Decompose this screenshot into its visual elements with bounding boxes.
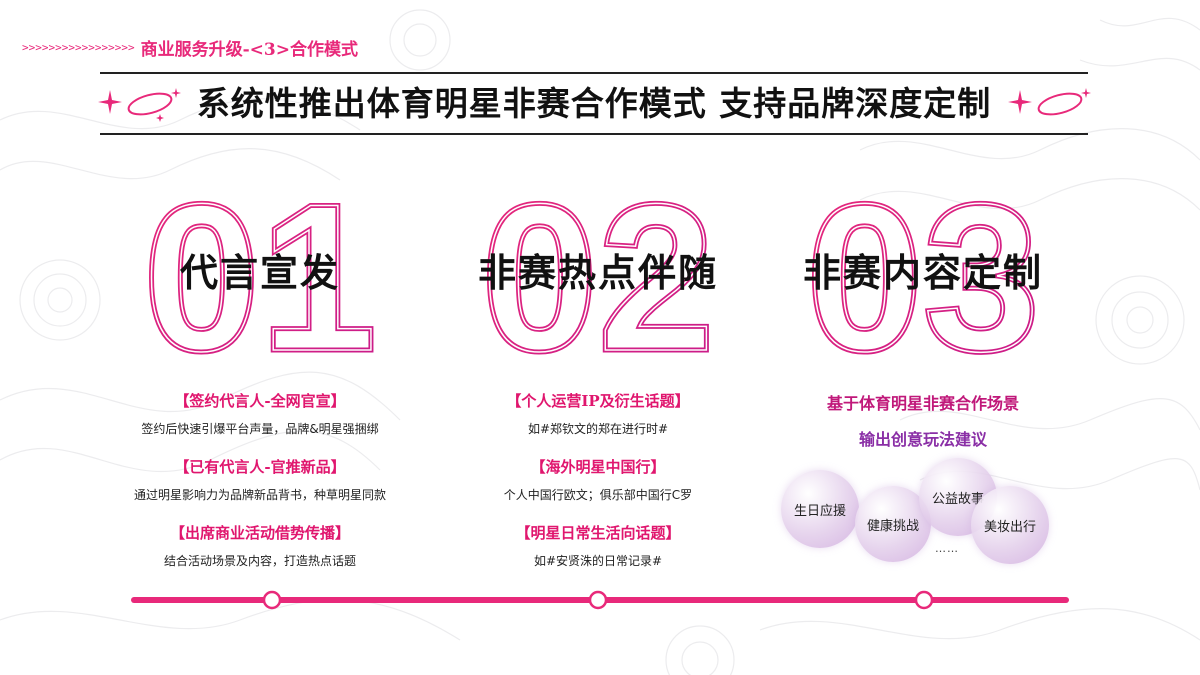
bubble-birthday: 生日应援 bbox=[781, 470, 859, 548]
page-title: 系统性推出体育明星非赛合作模式 支持品牌深度定制 bbox=[196, 84, 992, 123]
column-03-line-1: 基于体育明星非赛合作场景 bbox=[826, 394, 1019, 413]
bubble-birthday-label: 生日应援 bbox=[793, 503, 846, 519]
column-01-item-1-desc: 签约后快速引爆平台声量，品牌&明星强捆绑 bbox=[141, 422, 379, 436]
column-01-heading: 代言宣发 bbox=[179, 250, 340, 295]
number-02-inline: 02 bbox=[481, 180, 715, 360]
column-02-item-1-desc: 如#郑钦文的郑在进行时# bbox=[527, 422, 669, 436]
breadcrumb-arrows: >>>>>>>>>>>>>>>>> bbox=[22, 40, 135, 54]
number-02-graphic: 02 02 bbox=[479, 180, 718, 360]
number-03-inline: 03 bbox=[806, 180, 1040, 360]
column-03-heading: 非赛内容定制 bbox=[802, 250, 1043, 295]
number-03-outline: 03 bbox=[806, 180, 1040, 360]
number-01-inline: 01 bbox=[143, 180, 377, 360]
column-03-line-2: 输出创意玩法建议 bbox=[858, 430, 987, 449]
column-02-item-3-desc: 如#安贤洙的日常记录# bbox=[533, 554, 663, 568]
column-01: 01 01 代言宣发 【签约代言人-全网官宣】 签约后快速引爆平台声量，品牌&明… bbox=[100, 180, 420, 570]
column-02-item-2-desc: 个人中国行欧文；俱乐部中国行C罗 bbox=[503, 488, 693, 502]
sparkle-right-icon bbox=[1008, 88, 1091, 116]
bubble-ellipsis: …… bbox=[935, 542, 959, 555]
breadcrumb: >>>>>>>>>>>>>>>>> 商业服务升级-<3>合作模式 bbox=[22, 34, 358, 60]
number-01-outline: 01 bbox=[143, 180, 377, 360]
bubble-beauty-label: 美妆出行 bbox=[983, 519, 1036, 535]
bubble-health: 健康挑战 bbox=[855, 486, 931, 562]
column-01-item-2-desc: 通过明星影响力为品牌新品背书，种草明星同款 bbox=[133, 488, 386, 502]
number-02-outline: 02 bbox=[481, 180, 715, 360]
column-01-item-3-desc: 结合活动场景及内容，打造热点话题 bbox=[163, 554, 356, 568]
column-01-item-2-title: 【已有代言人-官推新品】 bbox=[174, 458, 346, 476]
timeline-node-03 bbox=[914, 590, 934, 610]
title-top-rule bbox=[100, 72, 1088, 74]
column-01-item-1-title: 【签约代言人-全网官宣】 bbox=[174, 392, 346, 410]
timeline-node-01 bbox=[262, 590, 282, 610]
bubble-beauty: 美妆出行 bbox=[971, 486, 1049, 564]
bubble-charity-label: 公益故事 bbox=[931, 491, 984, 507]
bubble-health-label: 健康挑战 bbox=[866, 518, 919, 534]
timeline bbox=[131, 590, 1069, 610]
sparkle-left-icon bbox=[98, 88, 181, 122]
number-01-graphic: 01 01 bbox=[141, 180, 380, 360]
column-02-item-2-title: 【海外明星中国行】 bbox=[530, 458, 666, 476]
column-02-item-3-title: 【明星日常生活向话题】 bbox=[515, 524, 681, 542]
title-bottom-rule bbox=[100, 133, 1088, 135]
breadcrumb-text: 商业服务升级-<3>合作模式 bbox=[140, 39, 358, 60]
number-03-graphic: 03 03 bbox=[804, 180, 1043, 360]
column-02-item-1-title: 【个人运营IP及衍生话题】 bbox=[506, 392, 690, 410]
column-01-item-3-title: 【出席商业活动借势传播】 bbox=[169, 524, 350, 542]
timeline-node-02 bbox=[588, 590, 608, 610]
column-03: 03 03 非赛内容定制 基于体育明星非赛合作场景 输出创意玩法建议 生日应援 … bbox=[763, 180, 1083, 570]
column-02-heading: 非赛热点伴随 bbox=[477, 250, 718, 295]
column-02: 02 02 非赛热点伴随 【个人运营IP及衍生话题】 如#郑钦文的郑在进行时# … bbox=[438, 180, 758, 570]
